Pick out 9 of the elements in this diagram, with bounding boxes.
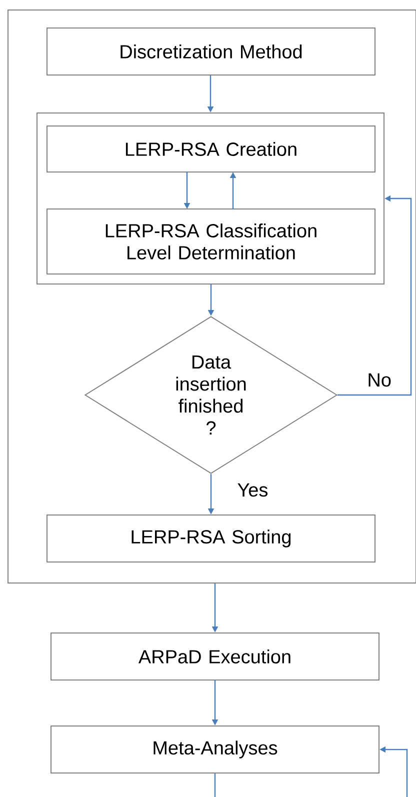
process-box: Discretization Method	[46, 28, 376, 76]
process-box: LERP-RSA Sorting	[46, 514, 376, 562]
edge-label: Yes	[236, 482, 270, 498]
group-box	[36, 112, 384, 284]
edge-label: No	[366, 372, 392, 388]
process-box: LERP-RSA Creation	[46, 126, 376, 172]
process-box: LERP-RSA Classification Level Determination	[46, 208, 376, 274]
process-box: ARPaD Execution	[50, 632, 380, 680]
process-box: Meta-Analyses	[50, 726, 380, 774]
